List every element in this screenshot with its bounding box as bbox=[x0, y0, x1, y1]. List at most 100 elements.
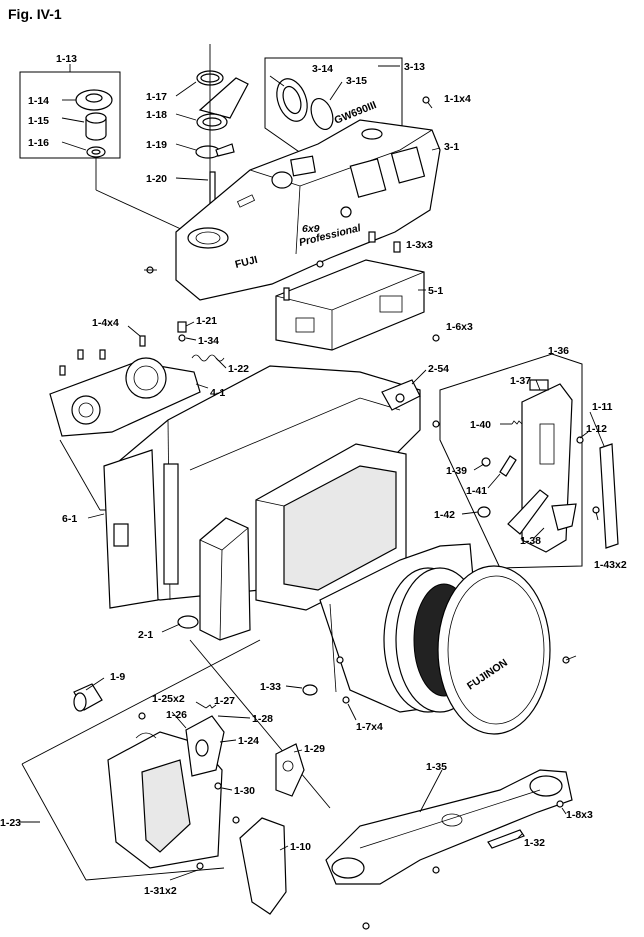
label-1-8: 1-8x3 bbox=[566, 809, 593, 821]
part-3-1-top-cover bbox=[175, 119, 441, 301]
part-1-25-clip bbox=[135, 712, 157, 739]
label-1-39: 1-39 bbox=[446, 465, 467, 477]
label-1-28: 1-28 bbox=[252, 713, 273, 725]
label-1-6: 1-6x3 bbox=[446, 321, 473, 333]
leader-lines bbox=[20, 75, 605, 881]
label-1-4: 1-4x4 bbox=[92, 317, 119, 329]
label-3-15: 3-15 bbox=[346, 75, 367, 87]
part-1-31-screw bbox=[196, 816, 240, 870]
part-1-14-eyecup bbox=[75, 89, 113, 111]
part-labels: 1-13 1-14 1-15 1-16 1-17 1-18 1-19 1-20 … bbox=[0, 53, 627, 897]
part-1-22-spring bbox=[191, 354, 225, 362]
part-1-18-lever bbox=[196, 77, 249, 131]
label-1-29: 1-29 bbox=[304, 743, 325, 755]
label-2-1: 2-1 bbox=[138, 629, 153, 641]
label-1-12: 1-12 bbox=[586, 423, 607, 435]
label-1-21: 1-21 bbox=[196, 315, 217, 327]
part-1-26-spring bbox=[205, 704, 217, 709]
label-1-13: 1-13 bbox=[56, 53, 77, 65]
label-1-23: 1-23 bbox=[0, 817, 21, 829]
label-1-43: 1-43x2 bbox=[594, 559, 627, 571]
label-1-19: 1-19 bbox=[146, 139, 167, 151]
part-1-32-plate bbox=[487, 829, 525, 849]
label-1-7: 1-7x4 bbox=[356, 721, 383, 733]
label-1-20: 1-20 bbox=[146, 173, 167, 185]
part-1-38-latch bbox=[507, 489, 577, 535]
group-box-1-23 bbox=[21, 639, 331, 881]
part-1-21-screw bbox=[177, 321, 187, 333]
part-1-12-screw bbox=[576, 436, 584, 444]
part-1-30-screw bbox=[214, 782, 222, 790]
label-1-25: 1-25x2 bbox=[152, 693, 185, 705]
part-1-29-cam bbox=[275, 743, 305, 797]
part-1-16-ring bbox=[86, 146, 106, 158]
label-1-30: 1-30 bbox=[234, 785, 255, 797]
part-1-35-baseplate bbox=[325, 769, 573, 885]
label-1-24: 1-24 bbox=[238, 735, 259, 747]
part-1-8-screw bbox=[362, 800, 564, 930]
label-1-27: 1-27 bbox=[214, 695, 235, 707]
label-1-38: 1-38 bbox=[520, 535, 541, 547]
figure-title: Fig. IV-1 bbox=[8, 6, 62, 22]
label-3-13: 3-13 bbox=[404, 61, 425, 73]
group-box-1-36 bbox=[439, 353, 583, 569]
part-1-33-washer bbox=[302, 684, 318, 696]
part-6-1-body bbox=[103, 365, 421, 609]
screw-1-1 bbox=[422, 96, 433, 109]
label-1-32: 1-32 bbox=[524, 837, 545, 849]
label-1-35: 1-35 bbox=[426, 761, 447, 773]
label-1-15: 1-15 bbox=[28, 115, 49, 127]
label-6-1: 6-1 bbox=[62, 513, 77, 525]
part-4-1-plate bbox=[49, 335, 201, 437]
label-1-9: 1-9 bbox=[110, 671, 125, 683]
screw-1-3 bbox=[144, 231, 401, 274]
label-1-41: 1-41 bbox=[466, 485, 487, 497]
part-2-54-latch bbox=[381, 379, 421, 411]
part-1-34-washer bbox=[178, 334, 186, 342]
brand-top-marking: FUJI bbox=[234, 254, 259, 271]
label-1-16: 1-16 bbox=[28, 137, 49, 149]
label-1-33: 1-33 bbox=[260, 681, 281, 693]
label-1-37: 1-37 bbox=[510, 375, 531, 387]
part-3-15-glass bbox=[310, 97, 334, 131]
label-1-42: 1-42 bbox=[434, 509, 455, 521]
group-box-1-13 bbox=[19, 64, 121, 190]
part-1-10-grip-rubber bbox=[239, 817, 287, 915]
part-1-42-knob bbox=[477, 506, 491, 518]
label-1-10: 1-10 bbox=[290, 841, 311, 853]
part-3-14-ring bbox=[276, 78, 308, 122]
label-1-34: 1-34 bbox=[198, 335, 219, 347]
part-1-41-lever bbox=[499, 455, 517, 477]
part-2-1-grip-core bbox=[177, 517, 251, 641]
label-5-1: 5-1 bbox=[428, 285, 443, 297]
label-1-40: 1-40 bbox=[470, 419, 491, 431]
label-1-17: 1-17 bbox=[146, 91, 167, 103]
label-1-22: 1-22 bbox=[228, 363, 249, 375]
part-lens-assembly bbox=[319, 543, 551, 735]
label-1-31: 1-31x2 bbox=[144, 885, 177, 897]
part-1-19-plate bbox=[195, 143, 235, 159]
part-1-40-spring bbox=[511, 420, 523, 425]
label-1-1: 1-1x4 bbox=[444, 93, 471, 105]
label-1-11: 1-11 bbox=[592, 401, 613, 413]
screw-1-7 bbox=[336, 656, 350, 704]
label-3-14: 3-14 bbox=[312, 63, 333, 75]
screw-lens bbox=[562, 655, 577, 664]
model-6x9-marking: 6x9 bbox=[302, 223, 320, 235]
part-1-15-cylinder bbox=[85, 112, 107, 141]
part-1-9-knob bbox=[73, 683, 103, 712]
label-2-54: 2-54 bbox=[428, 363, 449, 375]
part-film-gate bbox=[255, 443, 407, 611]
label-1-3: 1-3x3 bbox=[406, 239, 433, 251]
label-4-1: 4-1 bbox=[210, 387, 225, 399]
part-1-11-strip bbox=[599, 443, 619, 549]
screw-1-6 bbox=[432, 334, 440, 428]
label-1-14: 1-14 bbox=[28, 95, 49, 107]
label-1-36: 1-36 bbox=[548, 345, 569, 357]
label-1-26: 1-26 bbox=[166, 709, 187, 721]
label-3-1: 3-1 bbox=[444, 141, 459, 153]
part-5-1-finder bbox=[275, 259, 425, 351]
part-1-24-plate bbox=[185, 715, 225, 777]
